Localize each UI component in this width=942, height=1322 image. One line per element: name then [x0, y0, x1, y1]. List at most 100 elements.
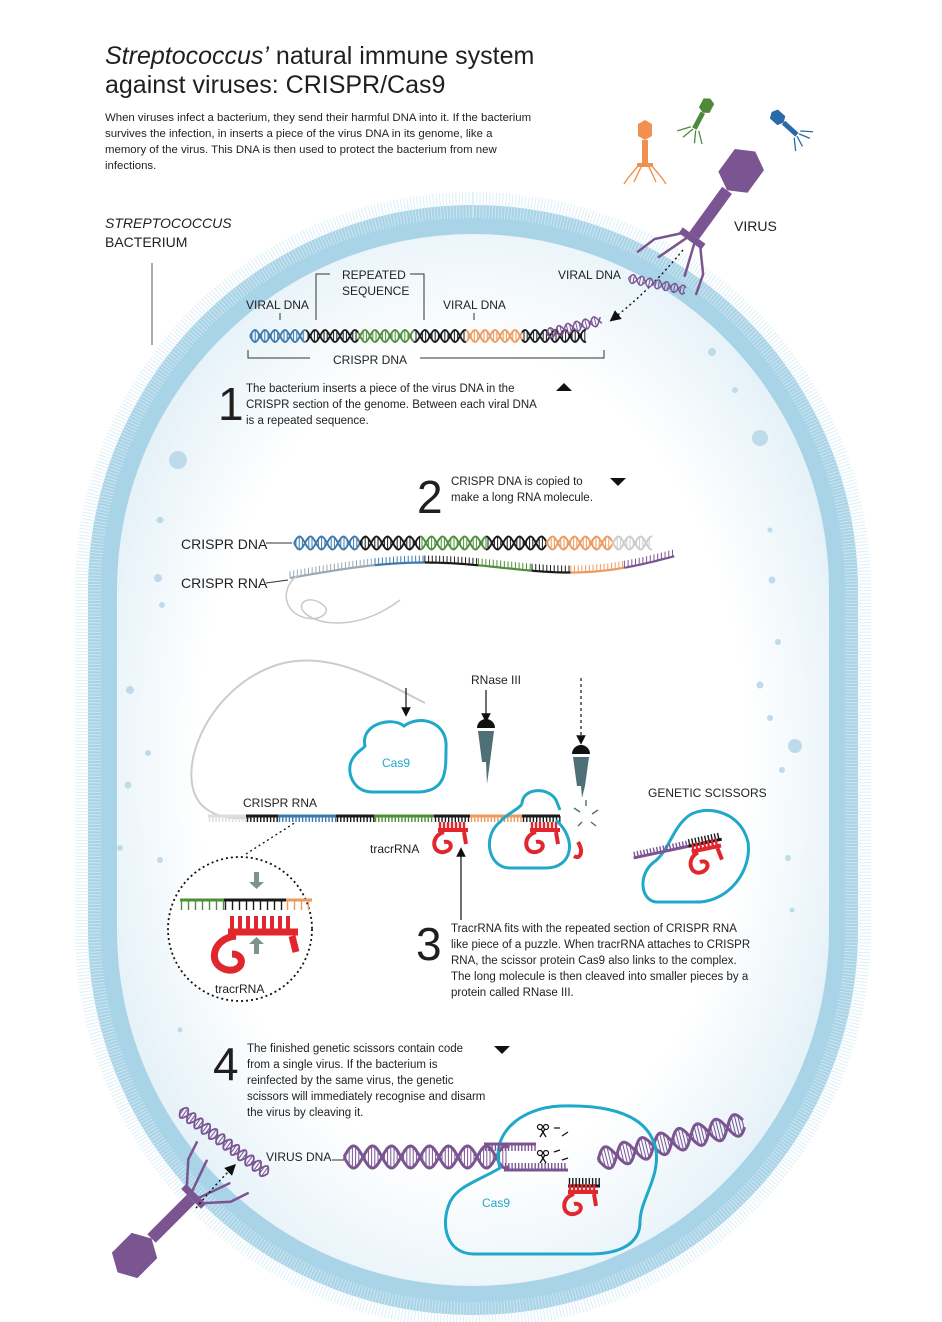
viral-dna-label-right: VIRAL DNA: [443, 298, 506, 312]
bacterium-cell: [75, 192, 871, 1322]
crispr-dna-segment: [359, 535, 421, 551]
rna-strand-viral: [374, 814, 434, 822]
cut-marks-bottom: [553, 1127, 569, 1161]
viral-dna-stray: [545, 273, 687, 339]
crispr-dna-segment: [357, 329, 415, 343]
scissors-bottom-strands: [484, 1142, 600, 1217]
rnase-iii-label: RNase III: [471, 673, 522, 687]
tracrrna-label: tracrRNA: [370, 842, 420, 856]
step3-number: 3: [416, 918, 442, 970]
step1-triangle-icon: [556, 383, 572, 391]
zoom-rna-repeat: [224, 898, 286, 910]
rna-strand-viral: [278, 814, 337, 822]
virus-dna-segment: [596, 1113, 747, 1170]
crispr-rna-segment: [570, 561, 625, 574]
blue-phage-icon: [769, 109, 814, 152]
crispr-dna-segment: [293, 535, 361, 551]
virus-dna-bottom: [342, 1113, 747, 1170]
crispr-rna-segment: [374, 555, 425, 567]
crispr-dna-step2: [293, 535, 653, 551]
crispr-dna-step1: [249, 329, 587, 343]
crispr-dna-segment: [485, 535, 547, 551]
zoom-rna-viral: [180, 898, 225, 910]
zoom-rna-viral: [286, 898, 312, 910]
cas9-protein-bottom: [443, 1104, 659, 1256]
viral-dna-segment: [545, 316, 603, 339]
crispr-rna-label: CRISPR RNA: [181, 575, 268, 591]
virus-dna-fragment: [178, 1106, 270, 1178]
cut-spark-icon: [573, 800, 599, 827]
step3-text: TracrRNA fits with the repeated section …: [451, 923, 751, 999]
tracrrna-step3: [432, 822, 583, 859]
green-phage-icon: [677, 98, 715, 145]
rna-strand-tail: [208, 814, 247, 822]
virus-dna-segment: [342, 1144, 510, 1170]
scissors-viral-strand-mid: [504, 1163, 568, 1172]
rna-strand-repeat: [434, 814, 470, 822]
crispr-rna-segment: [424, 555, 479, 567]
viral-dna-label-top: VIRAL DNA: [558, 268, 621, 282]
step2-triangle-icon: [610, 478, 626, 486]
cas9-label-top: Cas9: [382, 756, 411, 770]
rna-strand-repeat: [522, 814, 561, 822]
scissors-viral-strand-top: [484, 1142, 536, 1151]
step4-number: 4: [213, 1038, 239, 1090]
tracrrna-zoom-label: tracrRNA: [215, 982, 265, 996]
scissor-icon-2: [536, 1149, 550, 1164]
repeated-sequence-bracket: [315, 273, 425, 320]
scissors-tracrrna-shape-bottom: [562, 1184, 598, 1217]
crispr-dna-bracket-label: CRISPR DNA: [333, 353, 408, 367]
crispr-dna-label: CRISPR DNA: [181, 536, 268, 552]
bacterium-label-line1: STREPTOCOCCUS: [105, 215, 232, 231]
cas9-protein-complex: [488, 789, 571, 870]
crispr-dna-segment: [419, 535, 487, 551]
scissors-tracrrna-shape: [688, 838, 724, 875]
virus-label: VIRUS: [734, 218, 777, 234]
genetic-scissors-complex: [641, 809, 750, 904]
crispr-dna-segment: [545, 535, 613, 551]
step1-number: 1: [218, 378, 244, 430]
crispr-rna-segment: [477, 558, 533, 572]
step2-text: CRISPR DNA is copied to make a long RNA …: [451, 476, 593, 504]
crispr-rna-segment: [289, 558, 376, 580]
crispr-rna-step3: [208, 814, 561, 822]
crispr-rna-step2: [289, 549, 675, 580]
crispr-dna-segment: [249, 329, 307, 343]
virus-top-icon: [636, 148, 764, 296]
cas9-protein-top: [348, 719, 448, 794]
virus-dna-fragment-bottom: [178, 1106, 270, 1178]
crispr-rna-segment: [531, 563, 571, 574]
tracrrna-shape: [432, 822, 468, 855]
crispr-rna-segment: [623, 549, 675, 569]
rna-tail: [285, 574, 401, 624]
crispr-dna-segment: [465, 329, 523, 343]
rnase-iii-icon-1: [477, 719, 495, 784]
genetic-scissors-label: GENETIC SCISSORS: [648, 786, 767, 800]
tracrrna-shape: [524, 822, 560, 855]
zoom-fit-arrows: [249, 872, 264, 954]
scissor-icon-1: [536, 1123, 550, 1138]
scissors-viral-strand: [633, 840, 689, 860]
virus-dna-label: VIRUS DNA: [266, 1150, 332, 1164]
rna-strand-repeat: [246, 814, 278, 822]
virus-bottom-icon: [111, 1141, 249, 1279]
crispr-dna-segment: [413, 329, 467, 343]
zoom-content: [180, 872, 312, 974]
viral-dna-segment: [627, 273, 687, 295]
rna-strand-repeat: [336, 814, 375, 822]
step4-text: The finished genetic scissors contain co…: [247, 1043, 486, 1119]
scissors-strands: [633, 832, 724, 875]
repeated-sequence-label-1: REPEATED: [342, 268, 406, 282]
crispr-rna-small-label: CRISPR RNA: [243, 796, 318, 810]
step1-text: The bacterium inserts a piece of the vir…: [246, 383, 537, 427]
crispr-dna-segment: [305, 329, 359, 343]
vesicles: [117, 348, 802, 1033]
step2-number: 2: [417, 471, 443, 523]
intro-text: When viruses infect a bacterium, they se…: [105, 112, 532, 172]
zoom-tracrrna-shape: [210, 916, 300, 974]
rnase-iii-icon-2: [572, 745, 590, 798]
bacterium-label-line2: BACTERIUM: [105, 234, 188, 250]
